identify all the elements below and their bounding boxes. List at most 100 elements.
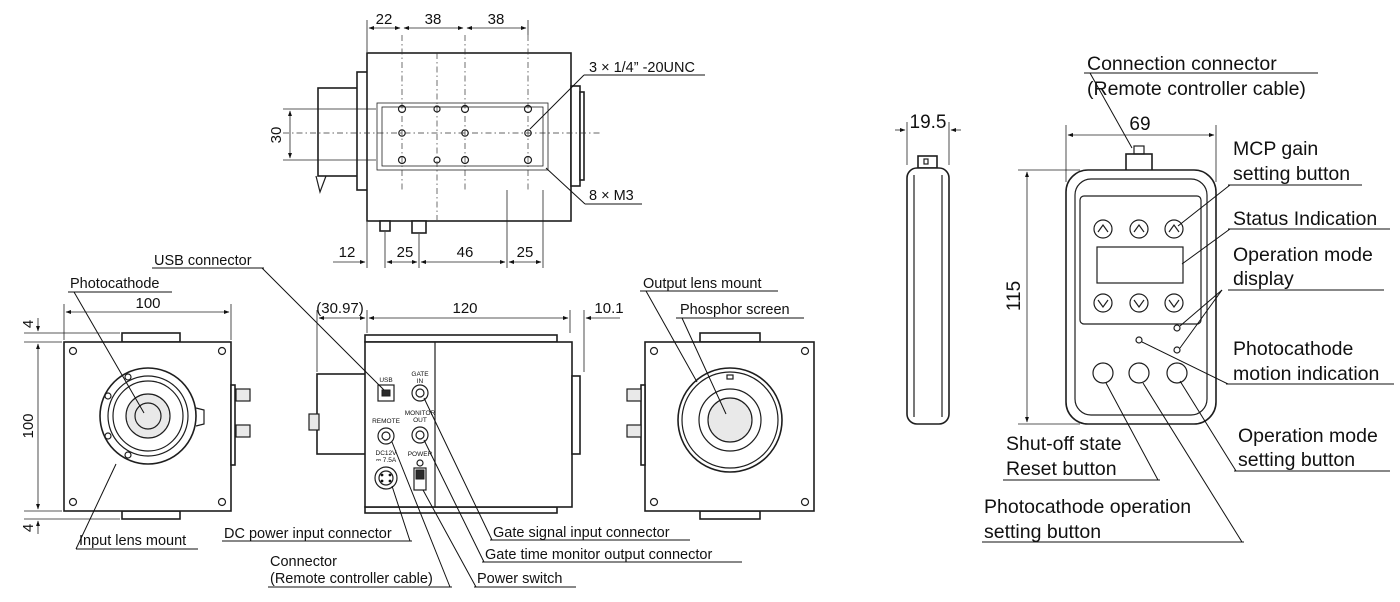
pc-operation-label-2: setting button: [984, 521, 1101, 543]
op-mode-setting-label-1: Operation mode: [1238, 425, 1378, 447]
photocathode-window: [125, 393, 171, 439]
gate-in-marking-1: GATE: [411, 371, 429, 378]
gate-in-marking-2: IN: [417, 378, 424, 385]
pc-operation-button: [1128, 362, 1150, 384]
op-mode-setting-button: [1166, 362, 1188, 384]
remote-side-body: [906, 167, 950, 425]
tripod-thread-label: 3 × 1/4” -20UNC: [589, 60, 695, 76]
lens-mount-latch: [195, 407, 205, 427]
pc-motion-led: [1135, 336, 1143, 344]
phosphor-ring: [698, 388, 762, 452]
rear-right-flange: [571, 375, 581, 455]
lens-mount-ring: [107, 375, 189, 457]
side-corner-screws: [68, 346, 227, 507]
pc-motion-label-1: Photocathode: [1233, 338, 1353, 360]
output-side-view: Output lens mount Phosphor screen: [626, 276, 815, 520]
remote-connector: [377, 427, 395, 445]
dim-22: 22: [376, 11, 393, 28]
left-dimension: 30: [268, 108, 376, 161]
mcp-label-2: setting button: [1233, 163, 1350, 185]
op-mode-led-2: [1173, 346, 1181, 354]
dim-4-top: 4: [20, 320, 37, 328]
remote-body: [1065, 169, 1217, 425]
top-view-holes: [397, 104, 533, 165]
top-view-foot-b: [411, 220, 427, 234]
mcp-label-1: MCP gain: [1233, 138, 1318, 160]
connector-label-1: Connector: [270, 554, 337, 570]
top-dimensions: 22 38 38: [366, 11, 529, 52]
tripod-plate: [376, 102, 549, 171]
status-label: Status Indication: [1233, 208, 1377, 230]
out-top-tab: [699, 332, 761, 343]
side-top-tab: [121, 332, 181, 343]
dim-38-b: 38: [488, 11, 505, 28]
rear-lens-barrel: [316, 373, 368, 455]
usb-connector-label: USB connector: [154, 253, 252, 269]
op-mode-display-label-1: Operation mode: [1233, 244, 1373, 266]
top-view-body: [366, 52, 572, 222]
side-right-strip: [230, 384, 236, 466]
dim-12: 12: [339, 244, 356, 261]
dc-power-connector: [374, 466, 398, 490]
pc-motion-label-2: motion indication: [1233, 363, 1379, 385]
power-marking: POWER: [408, 451, 433, 458]
usb-marking: USB: [379, 377, 392, 384]
dim-10-1: 10.1: [594, 300, 623, 317]
dim-25-b: 25: [517, 244, 534, 261]
op-mode-display-label-2: display: [1233, 268, 1294, 290]
connection-label-2: (Remote controller cable): [1087, 78, 1306, 100]
dc-power-label: DC power input connector: [224, 526, 392, 542]
screw-label: 8 × M3: [589, 188, 634, 204]
shutoff-label-1: Shut-off state: [1006, 433, 1122, 455]
op-mode-led-1: [1173, 324, 1181, 332]
top-view-right-flange: [570, 85, 581, 187]
dim-30: 30: [268, 127, 285, 144]
dim-120: 120: [452, 300, 477, 317]
remote-mcp-buttons: [1093, 219, 1184, 239]
rear-panel-view: USB GATE IN MONITOR OUT REMOTE DC12V ⎓ 7…: [152, 253, 742, 588]
power-switch-label: Power switch: [477, 571, 562, 587]
connector-label-2: (Remote controller cable): [270, 571, 433, 587]
input-side-view: 100 4 100 4 Photocathode Input lens moun…: [20, 276, 251, 550]
lens-mount-ring-2: [112, 380, 184, 452]
remote-down-buttons: [1093, 293, 1184, 313]
dc-marking-1: DC12V: [376, 450, 398, 457]
out-connector-a: [626, 388, 642, 402]
shutoff-reset-button: [1092, 362, 1114, 384]
out-connector-b: [626, 424, 642, 438]
remote-side-view: 19.5: [895, 112, 961, 425]
dim-30-97: (30.97): [316, 300, 364, 317]
lens-mount-screws: [104, 373, 132, 459]
phosphor-screen: [707, 397, 753, 443]
usb-port: [377, 384, 395, 402]
dim-19-5: 19.5: [910, 112, 947, 133]
top-view-foot-a: [379, 220, 391, 232]
power-switch: [413, 467, 427, 491]
remote-display: [1096, 246, 1184, 284]
dim-25-a: 25: [397, 244, 414, 261]
dim-100-width: 100: [135, 295, 160, 312]
pc-operation-label-1: Photocathode operation: [984, 496, 1191, 518]
monitor-marking-2: OUT: [413, 417, 427, 424]
connection-label-1: Connection connector: [1087, 53, 1277, 75]
remote-front-view: 69 115 Connection connector (Remote cont…: [982, 53, 1394, 543]
rear-left-connector: [308, 413, 320, 431]
remote-cable-connector: [1125, 153, 1153, 172]
rear-top-tab: [364, 334, 558, 343]
dc-marking-2: ⎓ 7.5A: [376, 457, 397, 464]
top-view: 22 38 38 30 12 25 46 25: [268, 11, 705, 268]
dim-69: 69: [1129, 114, 1150, 135]
top-view-right-lip: [579, 91, 585, 181]
dim-46: 46: [457, 244, 474, 261]
dim-38-a: 38: [425, 11, 442, 28]
shutoff-label-2: Reset button: [1006, 458, 1117, 480]
output-lens-mount-label: Output lens mount: [643, 276, 762, 292]
out-bottom-tab: [699, 510, 761, 520]
rear-panel-body: [364, 341, 573, 508]
bottom-dimensions: 12 25 46 25: [333, 190, 544, 268]
dim-100-height: 100: [20, 413, 37, 438]
power-led: [416, 459, 424, 467]
side-connector-a: [235, 388, 251, 402]
input-lens-mount-label: Input lens mount: [79, 533, 186, 549]
